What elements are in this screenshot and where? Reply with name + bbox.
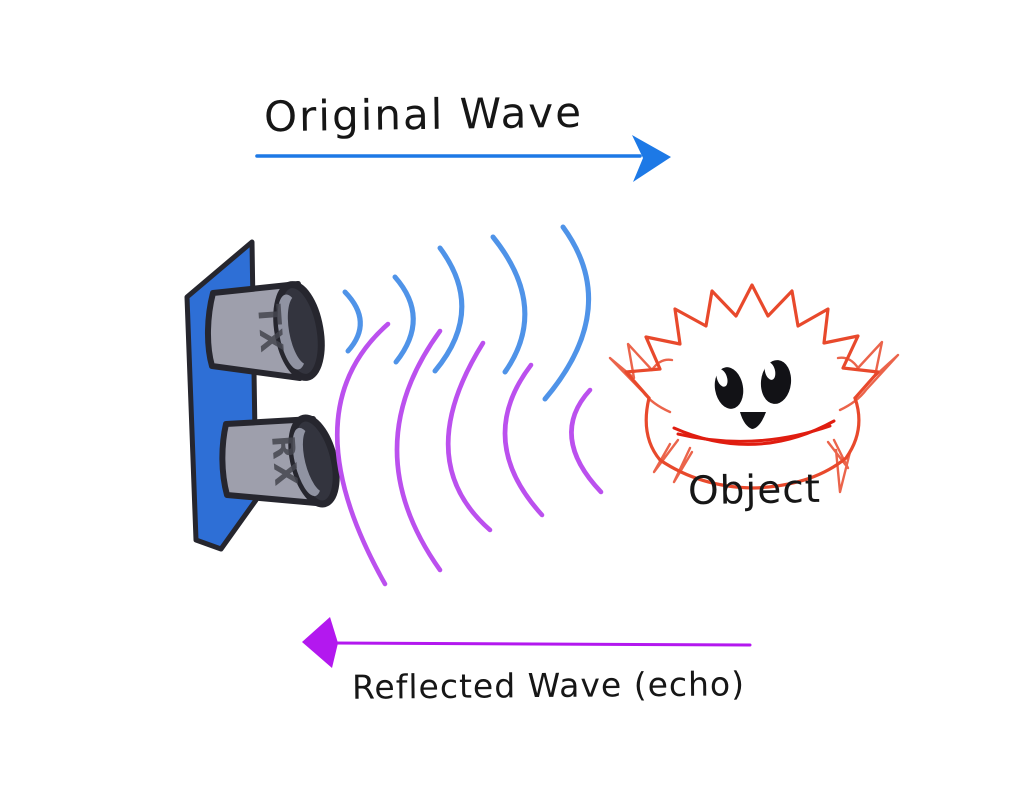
blue-arc-1 [342, 289, 363, 354]
crab-body-outline [644, 396, 861, 490]
blue-arc-4 [490, 234, 528, 375]
crab-left-eye [714, 367, 744, 409]
crab-left-legs [652, 438, 694, 484]
object-crab [608, 283, 900, 494]
crab-shell-spikes [624, 283, 880, 400]
original-wave-arrow [255, 135, 671, 182]
reflected-wave-arrow [302, 617, 752, 668]
blue-arc-3 [432, 245, 465, 374]
original-wave-arcs [342, 224, 591, 402]
crab-left-eye-glint [716, 369, 728, 387]
object-label: Object [687, 466, 822, 515]
crab-right-eye-glint [764, 362, 776, 380]
tx-transducer: TX [204, 281, 325, 381]
rx-transducer: RX [219, 414, 340, 508]
crab-left-claw [608, 342, 674, 414]
magenta-arc-5 [569, 387, 604, 495]
original-wave-label: Original Wave [263, 87, 584, 142]
reflected-wave-arrow-line [330, 641, 752, 647]
right-arrowhead-icon [632, 135, 671, 182]
tx-opening-inner [287, 295, 317, 365]
crab-right-legs [826, 438, 852, 494]
crab-right-claw [836, 340, 900, 412]
crab-smile-inner [676, 424, 832, 443]
rx-opening-inner [302, 427, 332, 493]
tx-label: TX [250, 303, 289, 356]
magenta-arc-2 [394, 328, 443, 573]
crab-right-eye [760, 360, 792, 404]
left-arrowhead-icon [302, 617, 338, 668]
magenta-arc-4 [502, 362, 545, 518]
crab-mouth [740, 412, 766, 429]
reflected-wave-arcs [334, 321, 604, 587]
blue-arc-2 [392, 274, 416, 365]
magenta-arc-1 [334, 321, 391, 587]
rx-label: RX [264, 434, 304, 490]
reflected-wave-label: Reflected Wave (echo) [351, 664, 746, 707]
magenta-arc-3 [445, 340, 493, 533]
blue-arc-5 [542, 224, 591, 402]
